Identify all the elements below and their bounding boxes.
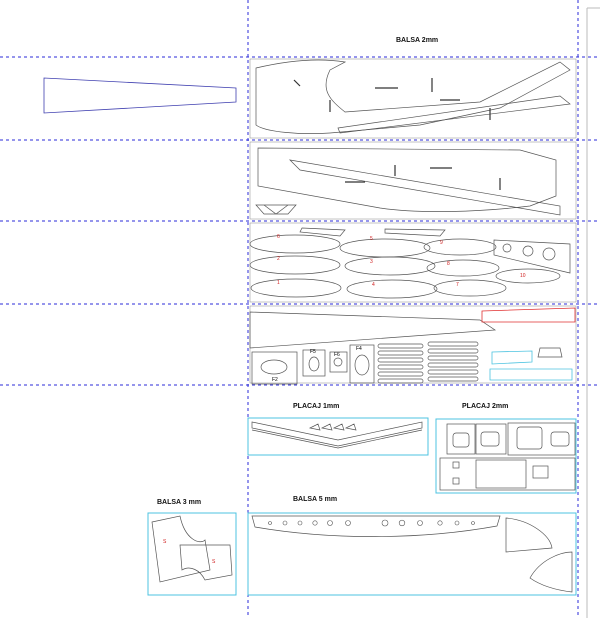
- svg-text:F2: F2: [272, 377, 278, 383]
- svg-text:5: 5: [370, 236, 373, 242]
- spars-and-formers: F2 F4 F5 F6: [249, 305, 577, 385]
- svg-text:9: 9: [440, 240, 443, 246]
- svg-text:2: 2: [277, 256, 280, 262]
- svg-text:6: 6: [277, 234, 280, 240]
- placaj-1mm-sheet: [247, 417, 429, 456]
- balsa-3mm-sheet: S S: [147, 512, 237, 596]
- stabilizer-outline: [43, 77, 237, 114]
- svg-text:1: 1: [277, 280, 280, 286]
- sheet-label-placaj-1mm: PLACAJ 1mm: [293, 403, 340, 410]
- svg-text:F5: F5: [310, 349, 316, 355]
- fuselage-side-left: [249, 58, 577, 139]
- placaj-2mm-sheet: [435, 418, 577, 494]
- sheet-label-placaj-2mm: PLACAJ 2mm: [462, 403, 509, 410]
- svg-text:F6: F6: [334, 352, 340, 358]
- wing-ribs: 6 2 1 5 3 4 9 8 7 10: [249, 222, 577, 303]
- highlighted-spar: [481, 307, 576, 323]
- svg-text:8: 8: [447, 261, 450, 267]
- sheet-label-balsa-5mm: BALSA 5 mm: [293, 496, 338, 503]
- svg-text:10: 10: [520, 273, 526, 279]
- svg-text:S: S: [212, 559, 216, 565]
- fuselage-side-right: [249, 141, 577, 220]
- balsa-5mm-sheet: [247, 512, 577, 596]
- sheet-label-balsa-2mm: BALSA 2mm: [396, 37, 439, 44]
- svg-text:7: 7: [456, 282, 459, 288]
- sheet-label-balsa-3mm: BALSA 3 mm: [157, 499, 202, 506]
- svg-text:3: 3: [370, 259, 373, 265]
- svg-text:4: 4: [372, 282, 375, 288]
- svg-text:F4: F4: [356, 346, 362, 352]
- svg-text:S: S: [163, 539, 167, 545]
